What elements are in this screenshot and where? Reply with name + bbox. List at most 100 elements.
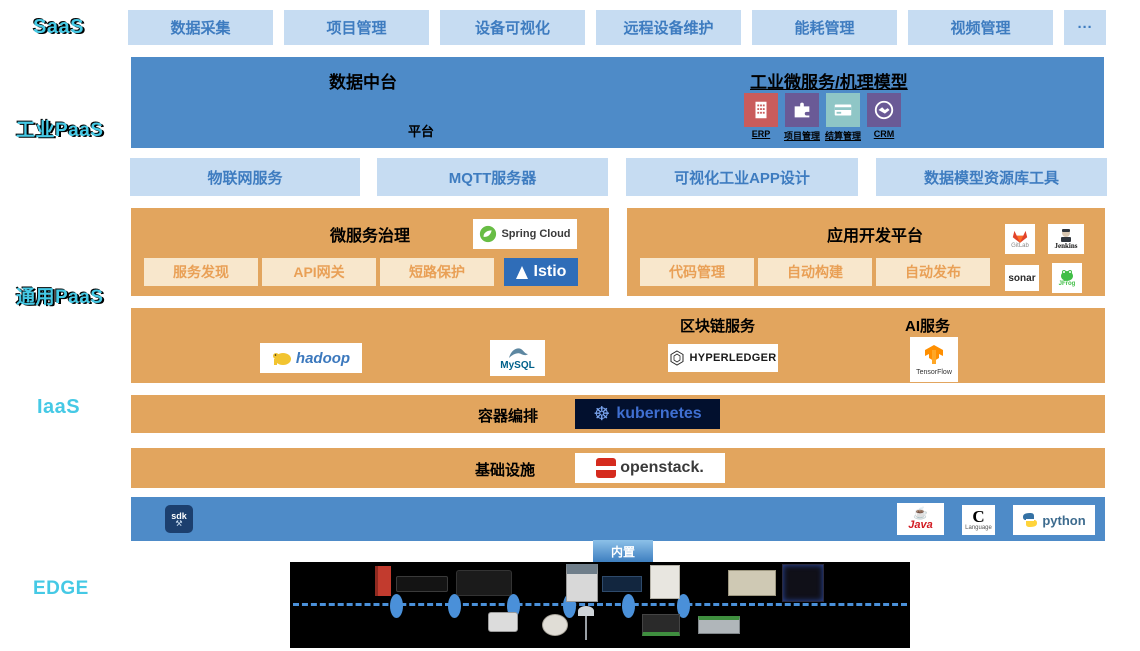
java-cup-icon: ☕ xyxy=(913,505,928,520)
device-protocol-converter xyxy=(602,576,642,592)
builtin-tag: 内置 xyxy=(593,540,653,562)
hyperledger-text: HYPERLEDGER xyxy=(689,352,777,364)
edge-device-strip xyxy=(290,562,910,648)
banner-left-title: 数据中台 xyxy=(329,73,397,92)
service-data-model[interactable]: 数据模型资源库工具 xyxy=(876,158,1107,196)
kubernetes-logo: ☸ kubernetes xyxy=(575,399,720,429)
mysql-dolphin-icon xyxy=(508,347,528,358)
ai-label: AI服务 xyxy=(905,318,951,335)
hadoop-logo: hadoop xyxy=(260,343,362,373)
gitlab-fox-icon xyxy=(1012,230,1028,243)
service-iot[interactable]: 物联网服务 xyxy=(130,158,360,196)
sdk-icon: sdk ⚒ xyxy=(165,505,193,533)
sdk-bar: sdk ⚒ ☕ Java C Language python xyxy=(131,497,1105,541)
jfrog-logo: JFrog xyxy=(1052,263,1082,293)
erp-label: ERP xyxy=(751,129,771,139)
hyperledger-logo: HYPERLEDGER xyxy=(668,344,778,372)
hadoop-elephant-icon xyxy=(272,353,291,365)
api-gateway-button[interactable]: API网关 xyxy=(262,258,376,286)
layer-label-industrial-paas: 工业PaaS xyxy=(16,120,104,141)
sdk-wrench-icon: ⚒ xyxy=(175,519,183,528)
device-recorder xyxy=(396,576,448,592)
device-server-rack xyxy=(782,564,824,602)
spring-cloud-logo: Spring Cloud xyxy=(473,219,577,249)
device-antenna-dish xyxy=(578,606,594,616)
project-mgmt-label: 项目管理 xyxy=(783,131,820,141)
crm-label: CRM xyxy=(873,129,895,139)
c-language-text: Language xyxy=(965,525,992,531)
erp-building-icon xyxy=(744,93,778,127)
devops-title: 应用开发平台 xyxy=(827,228,924,245)
saas-button-device-visual[interactable]: 设备可视化 xyxy=(440,10,585,45)
device-smoke-sensor xyxy=(542,614,568,636)
device-industrial-gateway xyxy=(375,566,391,596)
saas-button-project-mgmt[interactable]: 项目管理 xyxy=(284,10,429,45)
bus-node-1 xyxy=(390,594,403,618)
saas-button-more[interactable]: ··· xyxy=(1064,10,1106,45)
device-industrial-pc xyxy=(728,570,776,596)
saas-button-video-mgmt[interactable]: 视频管理 xyxy=(908,10,1053,45)
auto-deploy-button[interactable]: 自动发布 xyxy=(876,258,990,286)
openstack-logo: openstack. xyxy=(575,453,725,483)
device-router xyxy=(456,570,512,596)
service-app-design[interactable]: 可视化工业APP设计 xyxy=(626,158,858,196)
hadoop-text: hadoop xyxy=(295,349,351,367)
service-discovery-button[interactable]: 服务发现 xyxy=(144,258,258,286)
istio-logo: Istio xyxy=(504,258,578,286)
circuit-breaker-button[interactable]: 短路保护 xyxy=(380,258,494,286)
istio-text: Istio xyxy=(533,263,567,280)
sonar-text: sonar xyxy=(1008,272,1036,284)
blockchain-label: 区块链服务 xyxy=(680,318,756,335)
edge-bus-line xyxy=(293,603,907,606)
mysql-logo: MySQL xyxy=(490,340,545,376)
jenkins-text: Jenkins xyxy=(1054,242,1078,250)
iaas-infra-bar: 基础设施 openstack. xyxy=(131,448,1105,488)
container-orchestration-title: 容器编排 xyxy=(478,408,539,425)
istio-sail-icon xyxy=(515,265,528,279)
device-antenna-mast xyxy=(585,608,587,640)
infrastructure-title: 基础设施 xyxy=(475,462,536,479)
layer-label-edge: EDGE xyxy=(33,578,89,599)
billing-card-icon xyxy=(826,93,860,127)
auto-build-button[interactable]: 自动构建 xyxy=(758,258,872,286)
banner-right-title: 工业微服务/机理模型 xyxy=(750,73,908,92)
c-letter: C xyxy=(972,507,985,526)
industrial-paas-banner: 数据中台 平台 工业微服务/机理模型 ERP 项目管理 结算管理 CRM xyxy=(131,57,1104,148)
crm-handshake-icon xyxy=(867,93,901,127)
billing-mgmt-label: 结算管理 xyxy=(824,131,861,141)
saas-button-remote-maintain[interactable]: 远程设备维护 xyxy=(596,10,741,45)
layer-label-saas: SaaS xyxy=(33,16,84,38)
java-text: Java xyxy=(908,518,933,531)
gitlab-text: GitLab xyxy=(1011,242,1029,249)
hyperledger-mark-icon xyxy=(670,350,684,366)
devops-block: 应用开发平台 代码管理 自动构建 自动发布 GitLab Jenkins son… xyxy=(627,208,1105,296)
kubernetes-text: kubernetes xyxy=(616,405,702,422)
sdk-text: sdk xyxy=(171,511,187,521)
openstack-text: openstack. xyxy=(620,459,704,476)
java-logo: ☕ Java xyxy=(897,503,944,535)
iaas-container-bar: 容器编排 ☸ kubernetes xyxy=(131,395,1105,433)
python-snakes-icon xyxy=(1023,513,1038,527)
c-language-logo: C Language xyxy=(962,505,995,535)
bus-node-2 xyxy=(448,594,461,618)
device-terminal-blocks xyxy=(698,616,740,634)
jfrog-frog-icon xyxy=(1061,270,1073,281)
device-control-box xyxy=(650,565,680,599)
device-power-meter xyxy=(566,564,598,602)
python-text: python xyxy=(1042,512,1086,528)
device-camera xyxy=(488,612,518,632)
jfrog-text: JFrog xyxy=(1058,281,1076,287)
tensorflow-text: TensorFlow xyxy=(916,368,952,376)
code-mgmt-button[interactable]: 代码管理 xyxy=(640,258,754,286)
openstack-icon xyxy=(596,458,617,478)
microservice-block: 微服务治理 Spring Cloud 服务发现 API网关 短路保护 Istio xyxy=(131,208,609,296)
saas-button-data-collect[interactable]: 数据采集 xyxy=(128,10,273,45)
layer-label-iaas: IaaS xyxy=(37,396,81,418)
saas-button-energy-mgmt[interactable]: 能耗管理 xyxy=(752,10,897,45)
gitlab-logo: GitLab xyxy=(1005,224,1035,254)
sonar-logo: sonar xyxy=(1005,265,1039,291)
tensorflow-logo: TensorFlow xyxy=(910,337,958,382)
service-mqtt[interactable]: MQTT服务器 xyxy=(377,158,608,196)
tensorflow-tf-icon xyxy=(925,344,943,364)
